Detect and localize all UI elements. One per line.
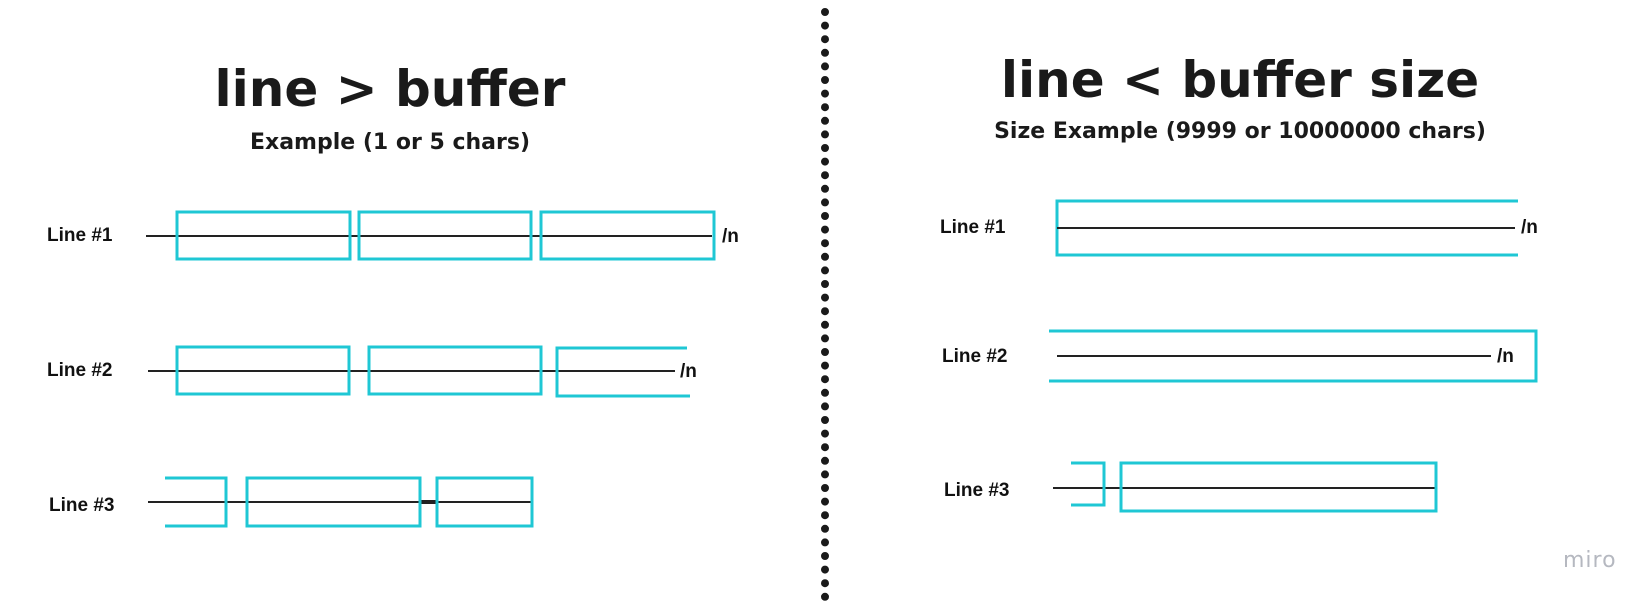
left-row-2-buffer-3-partial	[555, 346, 690, 398]
right-title: line < buffer size	[1000, 51, 1480, 109]
right-row-2-newline-marker: /n	[1497, 346, 1514, 367]
right-row-2	[1049, 329, 1538, 383]
left-row-3-buffer-2	[435, 476, 534, 528]
left-row-1-buffer-2	[357, 210, 533, 261]
left-row-3-buffer-tail	[165, 476, 228, 528]
right-row-1-newline-marker: /n	[1521, 217, 1538, 238]
right-row-1	[1055, 199, 1518, 257]
right-row-3	[1053, 461, 1438, 513]
left-row-3	[148, 476, 534, 528]
left-row-2-label: Line #2	[47, 360, 113, 381]
left-row-1-label: Line #1	[47, 225, 113, 246]
left-row-2-buffer-2	[367, 345, 543, 396]
right-row-2-label: Line #2	[942, 346, 1008, 367]
left-row-1	[146, 210, 716, 261]
left-row-2-buffer-1	[175, 345, 351, 396]
left-row-1-newline-marker: /n	[722, 226, 739, 247]
right-row-3-buffer-tail	[1071, 461, 1106, 507]
right-row-3-label: Line #3	[944, 480, 1010, 501]
left-subtitle: Example (1 or 5 chars)	[249, 130, 531, 155]
miro-watermark: miro	[1563, 548, 1617, 573]
right-subtitle: Size Example (9999 or 10000000 chars)	[994, 119, 1486, 144]
left-row-2	[148, 345, 690, 398]
left-row-3-buffer-1	[245, 476, 422, 528]
left-row-1-buffer-3	[539, 210, 716, 261]
right-row-2-buffer	[1049, 329, 1538, 383]
right-row-3-buffer	[1119, 461, 1438, 513]
left-row-3-label: Line #3	[49, 495, 115, 516]
left-title: line > buffer	[214, 60, 566, 118]
right-row-1-label: Line #1	[940, 217, 1006, 238]
left-row-2-newline-marker: /n	[680, 361, 697, 382]
left-row-1-buffer-1	[175, 210, 352, 261]
